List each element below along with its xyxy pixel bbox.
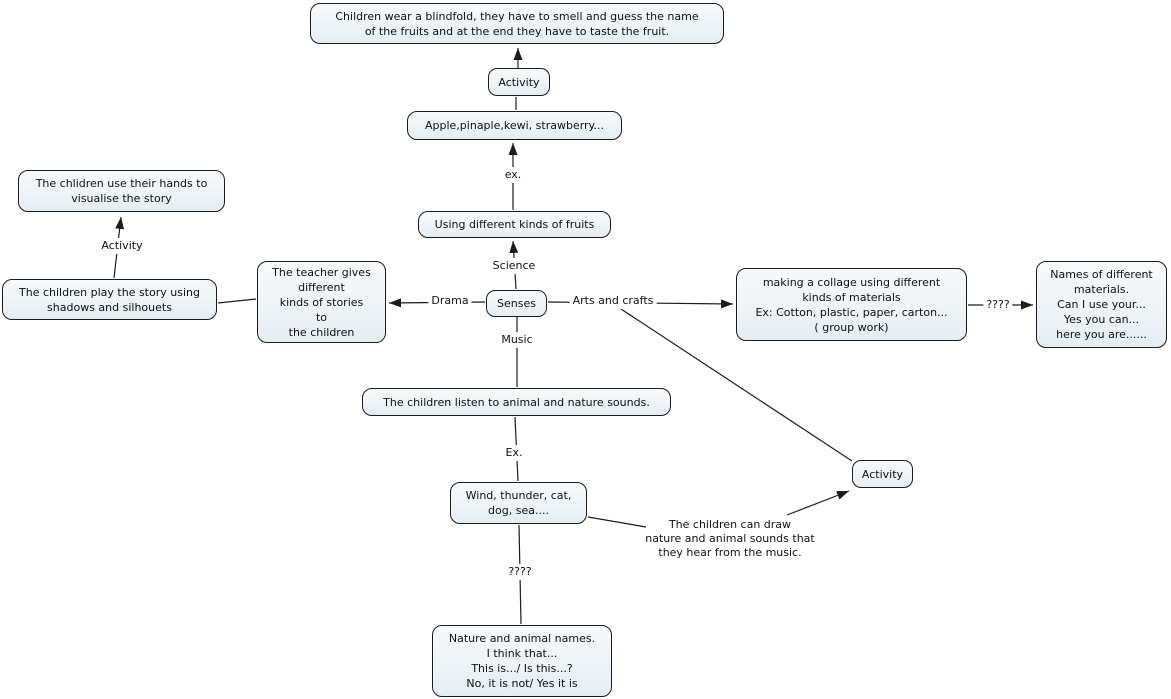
- node-nature-names[interactable]: Nature and animal names. I think that...…: [432, 625, 612, 697]
- connector-arts-to-activity-right: [620, 308, 853, 462]
- label-music[interactable]: Music: [498, 332, 536, 348]
- node-blindfold-activity[interactable]: Children wear a blindfold, they have to …: [310, 3, 724, 44]
- label-arts-and-crafts[interactable]: Arts and crafts: [569, 293, 657, 309]
- label-science[interactable]: Science: [489, 258, 539, 274]
- node-hands-visualise[interactable]: The chlidren use their hands to visualis…: [18, 170, 225, 212]
- label-ex-top[interactable]: ex.: [501, 167, 525, 183]
- connector-teacher-to-playstory: [217, 298, 257, 304]
- node-listen-sounds[interactable]: The children listen to animal and nature…: [362, 388, 671, 416]
- node-material-names[interactable]: Names of different materials. Can I use …: [1036, 261, 1167, 348]
- node-sound-examples[interactable]: Wind, thunder, cat, dog, sea....: [450, 482, 587, 524]
- node-teacher-stories[interactable]: The teacher gives different kinds of sto…: [257, 261, 386, 343]
- node-collage[interactable]: making a collage using different kinds o…: [736, 268, 967, 341]
- connector-drawnote-to-activity-right: [786, 490, 850, 516]
- label-questions-right[interactable]: ????: [983, 297, 1013, 313]
- node-senses[interactable]: Senses: [486, 290, 547, 317]
- node-fruit-examples[interactable]: Apple,pinaple,kewi, strawberry...: [407, 111, 622, 140]
- connector-sounds-to-drawnote: [587, 516, 647, 528]
- label-questions-bottom[interactable]: ????: [505, 564, 535, 580]
- label-ex-music[interactable]: Ex.: [502, 445, 526, 461]
- node-activity-right[interactable]: Activity: [852, 460, 913, 488]
- node-play-story[interactable]: The children play the story using shadow…: [2, 279, 217, 320]
- label-drama[interactable]: Drama: [428, 293, 472, 309]
- label-activity-left[interactable]: Activity: [98, 238, 146, 254]
- note-children-draw[interactable]: The children can draw nature and animal …: [645, 518, 815, 559]
- node-activity-top[interactable]: Activity: [488, 68, 550, 96]
- node-using-fruits[interactable]: Using different kinds of fruits: [418, 211, 611, 238]
